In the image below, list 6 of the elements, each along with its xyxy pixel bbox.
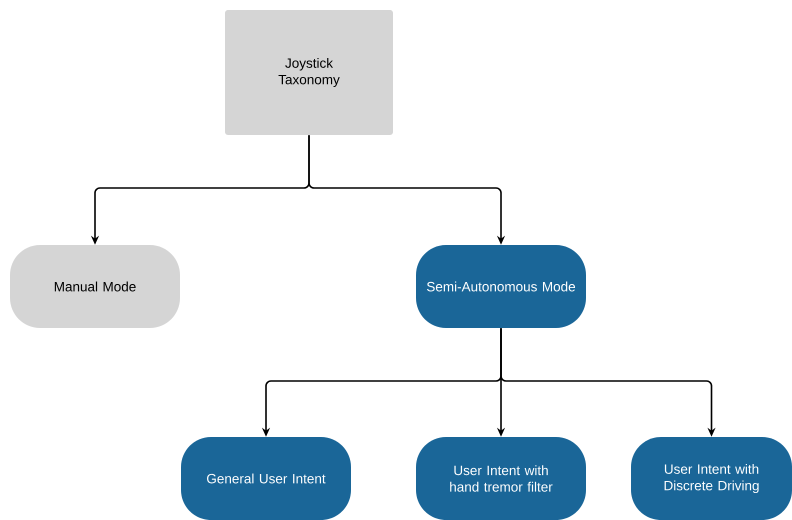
- mode-box: Semi-Autonomous Mode: [416, 245, 586, 328]
- category-box: Joystick Taxonomy: [225, 10, 393, 135]
- leaf-box: User Intent with hand tremor filter: [416, 437, 586, 520]
- mode-box: Manual Mode: [10, 245, 180, 328]
- leaf-box: User Intent with Discrete Driving: [631, 437, 792, 520]
- leaf-box: General User Intent: [181, 437, 351, 520]
